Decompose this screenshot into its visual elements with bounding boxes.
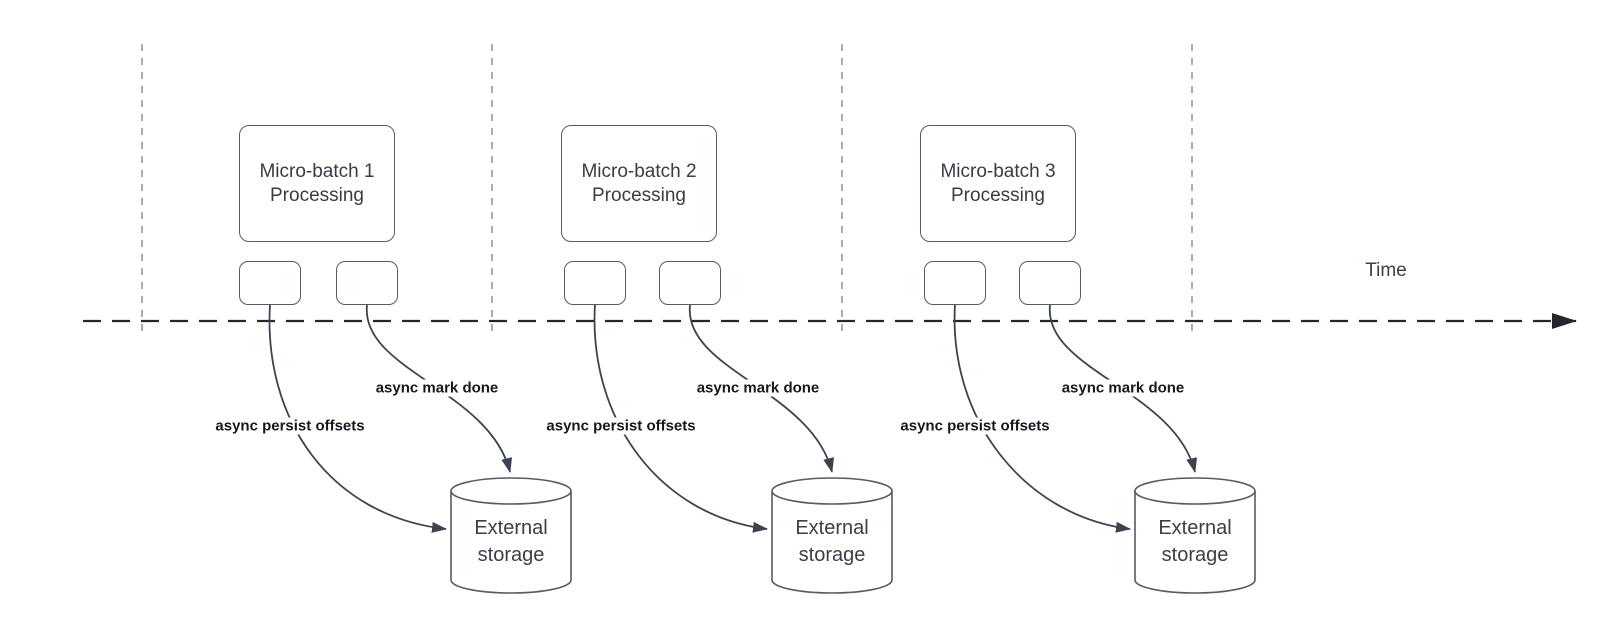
task-box-2a [564, 261, 626, 305]
micro-batch-3-box-line1: Micro-batch 3 [940, 160, 1056, 182]
external-storage-label-2-line1: External [795, 517, 869, 539]
micro-batch-3-box-line2: Processing [951, 184, 1045, 206]
external-storage-label-2: External storage [795, 515, 868, 569]
external-storage-label-1: External storage [474, 515, 547, 569]
persist-offsets-label-2: async persist offsets [543, 417, 699, 435]
mark-done-label-3: async mark done [1058, 379, 1188, 397]
external-storage-label-1-line1: External [474, 517, 548, 539]
persist-offsets-label-3: async persist offsets [897, 417, 1053, 435]
task-box-1a [239, 261, 301, 305]
micro-batch-1-box: Micro-batch 1 Processing [239, 125, 395, 242]
external-storage-label-3-line1: External [1158, 517, 1232, 539]
task-box-3b [1019, 261, 1081, 305]
task-box-1b [336, 261, 398, 305]
persist-offsets-arrow-3 [953, 303, 1131, 533]
mark-done-label-2: async mark done [693, 379, 823, 397]
persist-offsets-arrow-2 [593, 303, 768, 533]
external-storage-cylinder-2 [771, 477, 893, 594]
micro-batch-3-box: Micro-batch 3 Processing [920, 125, 1076, 242]
time-axis-label: Time [1365, 260, 1407, 281]
mark-done-label-1: async mark done [372, 379, 502, 397]
micro-batch-1-box-line2: Processing [270, 184, 364, 206]
external-storage-label-1-line2: storage [477, 544, 545, 566]
external-storage-label-2-line2: storage [798, 544, 866, 566]
micro-batch-2-box: Micro-batch 2 Processing [561, 125, 717, 242]
external-storage-label-3: External storage [1158, 515, 1231, 569]
external-storage-cylinder-3 [1134, 477, 1256, 594]
external-storage-label-3-line2: storage [1161, 544, 1229, 566]
micro-batch-1-box-line1: Micro-batch 1 [259, 160, 375, 182]
persist-offsets-arrow-1 [268, 303, 447, 533]
external-storage-cylinder-1 [450, 477, 572, 594]
task-box-2b [659, 261, 721, 305]
task-box-3a [924, 261, 986, 305]
persist-offsets-label-1: async persist offsets [212, 417, 368, 435]
micro-batch-2-box-line2: Processing [592, 184, 686, 206]
micro-batch-2-box-line1: Micro-batch 2 [581, 160, 697, 182]
